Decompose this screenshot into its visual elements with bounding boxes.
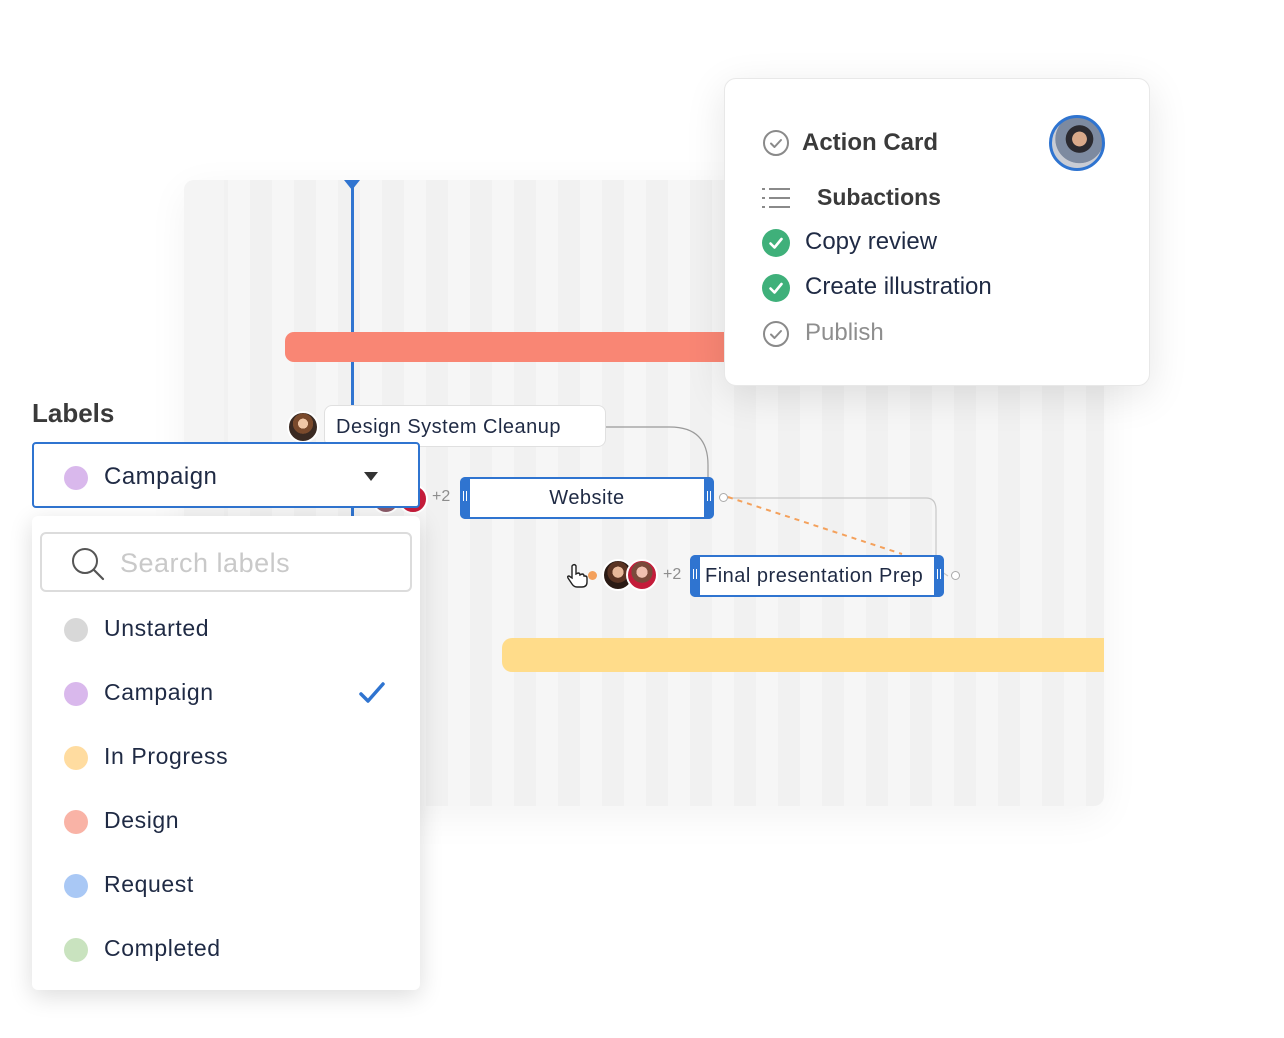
action-card-title: Action Card	[802, 129, 939, 156]
search-icon	[72, 548, 105, 581]
check-filled-icon[interactable]	[762, 229, 790, 257]
search-box[interactable]	[40, 532, 412, 592]
label-color-swatch	[64, 874, 88, 898]
task-bar-label: Website	[549, 487, 625, 509]
check-circle-icon[interactable]	[763, 130, 789, 156]
caret-down-icon[interactable]	[364, 472, 378, 481]
today-marker-icon	[344, 180, 360, 190]
resize-handle-right[interactable]	[704, 477, 714, 519]
extra-assignees-count[interactable]: +2	[663, 566, 682, 583]
label-option-in-progress[interactable]: In Progress	[32, 726, 420, 790]
label-option-text: Completed	[104, 935, 221, 961]
check-filled-icon[interactable]	[762, 274, 790, 302]
resize-handle-left[interactable]	[460, 477, 470, 519]
check-circle-icon[interactable]	[763, 321, 789, 347]
task-bar-website[interactable]: Website	[460, 477, 714, 519]
label-option-completed[interactable]: Completed	[32, 918, 420, 982]
subaction-item[interactable]: Copy review	[805, 228, 938, 255]
hand-cursor-icon	[566, 563, 588, 588]
task-bar-label: Final presentation Prep	[705, 565, 924, 587]
label-option-request[interactable]: Request	[32, 854, 420, 918]
checkmark-icon	[359, 682, 385, 703]
label-color-swatch	[64, 618, 88, 642]
campaign-bar-red[interactable]	[285, 332, 745, 362]
subaction-item[interactable]: Create illustration	[805, 273, 992, 300]
label-option-unstarted[interactable]: Unstarted	[32, 598, 420, 662]
label-color-swatch	[64, 682, 88, 706]
extra-assignees-count[interactable]: +2	[432, 488, 451, 505]
list-icon	[762, 188, 790, 208]
task-bar-final-presentation-prep[interactable]: Final presentation Prep	[690, 555, 944, 597]
resize-handle-right[interactable]	[934, 555, 944, 597]
avatar[interactable]	[1049, 115, 1105, 171]
label-option-text: Design	[104, 807, 180, 833]
website-connector-node[interactable]	[719, 493, 728, 502]
labels-dropdown: Unstarted Campaign In Progress Design Re…	[32, 516, 420, 990]
subactions-heading: Subactions	[817, 184, 941, 210]
label-option-text: Request	[104, 871, 194, 897]
labels-heading: Labels	[32, 398, 115, 428]
label-color-swatch	[64, 746, 88, 770]
label-option-text: Unstarted	[104, 615, 210, 641]
campaign-bar-yellow[interactable]	[502, 638, 1104, 672]
action-card[interactable]: Action Card Subactions Copy review Creat…	[724, 78, 1150, 386]
avatar[interactable]	[287, 411, 319, 443]
label-color-swatch	[64, 810, 88, 834]
dependency-start-node[interactable]	[588, 571, 597, 580]
label-color-swatch	[64, 938, 88, 962]
selected-label: Campaign	[104, 463, 218, 490]
label-option-campaign[interactable]: Campaign	[32, 662, 420, 726]
label-option-text: In Progress	[104, 743, 229, 769]
label-option-design[interactable]: Design	[32, 790, 420, 854]
label-color-swatch	[64, 466, 88, 490]
final-prep-connector-node[interactable]	[951, 571, 960, 580]
labels-select[interactable]: Campaign	[32, 442, 420, 508]
avatar[interactable]	[626, 559, 658, 591]
task-label-design-system-cleanup[interactable]: Design System Cleanup	[324, 405, 606, 447]
resize-handle-left[interactable]	[690, 555, 700, 597]
label-option-text: Campaign	[104, 679, 214, 705]
subaction-item[interactable]: Publish	[805, 319, 884, 346]
search-input[interactable]	[118, 544, 392, 582]
